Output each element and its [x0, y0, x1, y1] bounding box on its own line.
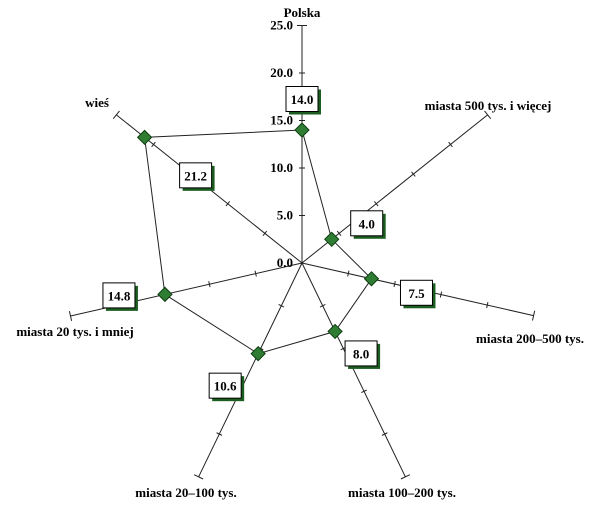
- value-label: 14.8: [102, 282, 138, 311]
- axis-tick: [400, 474, 411, 480]
- axis-tick: [484, 110, 492, 120]
- svg-text:4.0: 4.0: [359, 216, 375, 231]
- category-label: miasta 100–200 tys.: [348, 485, 456, 500]
- value-labels-layer: 14.0 4.0 7.5 8.0 10.6 14.8 21.2: [102, 86, 436, 402]
- category-label: wieś: [85, 95, 109, 110]
- radial-tick-label: 20.0: [270, 65, 293, 80]
- value-label: 21.2: [179, 162, 215, 191]
- axis-tick: [278, 304, 285, 308]
- data-point-marker: [323, 231, 340, 247]
- category-labels-layer: Polska miasta 500 tys. i więcej miasta 200…: [16, 5, 584, 500]
- svg-text:14.8: 14.8: [108, 288, 131, 303]
- data-polygon-layer: [144, 129, 373, 355]
- axis-tick: [361, 389, 367, 394]
- svg-text:21.2: 21.2: [184, 168, 207, 183]
- value-label: 4.0: [350, 210, 386, 239]
- svg-text:10.6: 10.6: [214, 379, 237, 394]
- category-label: miasta 20–100 tys.: [135, 485, 236, 500]
- axis-line: [198, 262, 303, 478]
- category-label: Polska: [284, 5, 321, 20]
- axis-tick: [373, 201, 379, 207]
- axis-tick: [216, 432, 223, 436]
- value-label: 14.0: [285, 86, 321, 115]
- data-point-marker: [157, 286, 173, 303]
- svg-text:7.5: 7.5: [408, 286, 425, 301]
- axis-tick: [112, 110, 120, 120]
- axis-tick: [193, 474, 204, 480]
- value-label: 7.5: [399, 279, 436, 309]
- axis-tick: [448, 141, 453, 148]
- axis-tick: [208, 281, 211, 288]
- axis-tick: [336, 230, 342, 237]
- axis-tick: [381, 432, 388, 436]
- axis-tick: [254, 270, 257, 277]
- axis-tick: [393, 281, 396, 288]
- data-point-marker: [327, 323, 343, 340]
- radial-tick-label: 15.0: [270, 113, 293, 128]
- axis-line: [301, 262, 406, 478]
- svg-text:8.0: 8.0: [353, 346, 369, 361]
- axis-tick: [411, 171, 416, 177]
- category-label: miasta 200–500 tys.: [476, 331, 584, 346]
- value-label: 10.6: [208, 372, 245, 402]
- svg-text:14.0: 14.0: [291, 92, 314, 107]
- axis-tick: [439, 291, 443, 298]
- axis-tick: [225, 201, 231, 207]
- radial-tick-label: 10.0: [270, 160, 293, 175]
- data-polygon: [144, 129, 373, 355]
- radial-tick-label: 25.0: [270, 18, 293, 33]
- data-point-marker: [136, 129, 153, 146]
- axis-tick: [532, 310, 536, 321]
- radial-tick-label: 0.0: [277, 255, 293, 270]
- data-point-marker: [294, 122, 310, 138]
- axis-tick: [319, 304, 326, 308]
- axis-tick: [486, 302, 489, 309]
- data-markers-layer: [136, 122, 380, 362]
- data-point-marker: [363, 271, 380, 287]
- axis-tick: [68, 311, 73, 322]
- category-label: miasta 500 tys. i więcej: [425, 98, 552, 113]
- data-point-marker: [250, 345, 266, 362]
- category-label: miasta 20 tys. i mniej: [16, 324, 133, 339]
- radial-tick-labels: 0.0 5.0 10.0 15.0 20.0 25.0: [270, 18, 293, 271]
- axis-tick: [347, 270, 350, 277]
- value-label: 8.0: [344, 340, 381, 369]
- radial-tick-label: 5.0: [277, 208, 293, 223]
- axis-tick: [262, 230, 268, 237]
- axis-tick: [151, 141, 156, 148]
